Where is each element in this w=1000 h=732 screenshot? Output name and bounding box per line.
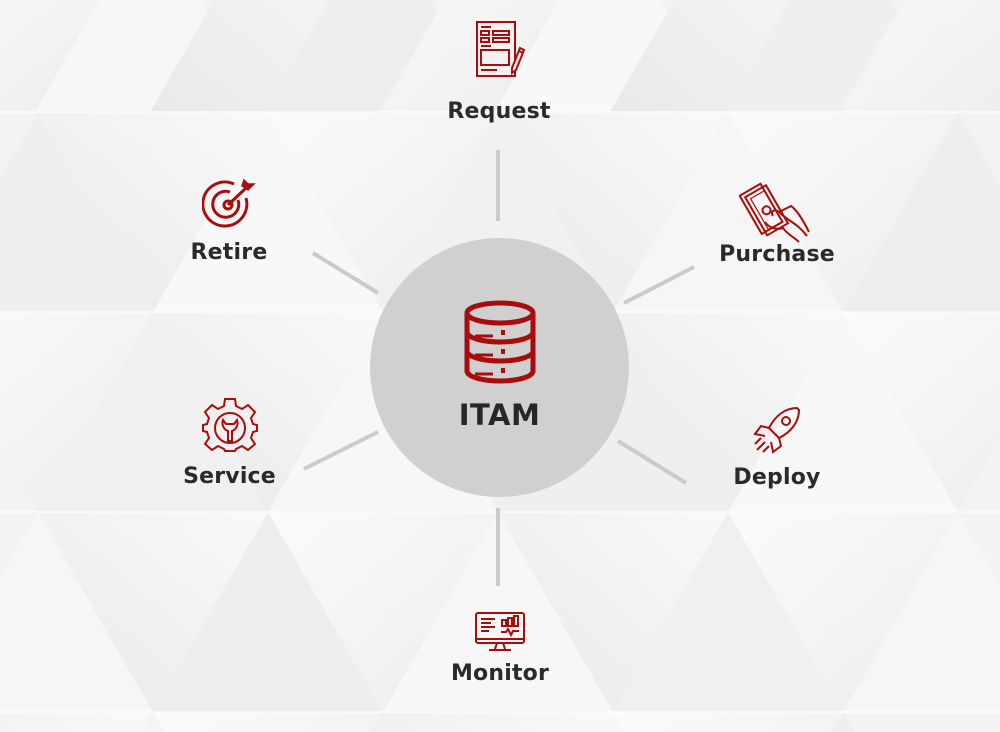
rocket-icon <box>753 406 801 454</box>
node-deploy: Deploy <box>722 404 832 490</box>
node-label-purchase: Purchase <box>719 242 835 267</box>
database-icon <box>464 300 536 384</box>
node-retire: Retire <box>175 178 283 265</box>
target-arrow-icon <box>202 178 256 228</box>
form-document-pen-icon <box>476 21 526 77</box>
node-request: Request <box>438 20 560 124</box>
connector-retire <box>311 251 380 295</box>
node-label-request: Request <box>447 99 551 124</box>
node-label-monitor: Monitor <box>450 661 550 686</box>
node-purchase: Purchase <box>706 176 848 267</box>
connector-deploy <box>616 439 688 485</box>
itam-hub-circle: ITAM <box>370 238 629 497</box>
node-label-deploy: Deploy <box>733 465 821 490</box>
node-service: Service <box>172 398 287 489</box>
node-label-service: Service <box>183 464 276 489</box>
hand-money-icon <box>739 182 810 243</box>
hub-label: ITAM <box>458 398 541 432</box>
connector-service <box>303 430 379 471</box>
node-monitor: Monitor <box>440 611 560 686</box>
connector-purchase <box>623 265 695 305</box>
node-label-retire: Retire <box>190 240 268 265</box>
monitor-chart-icon <box>475 612 525 651</box>
gear-wrench-icon <box>201 398 258 452</box>
